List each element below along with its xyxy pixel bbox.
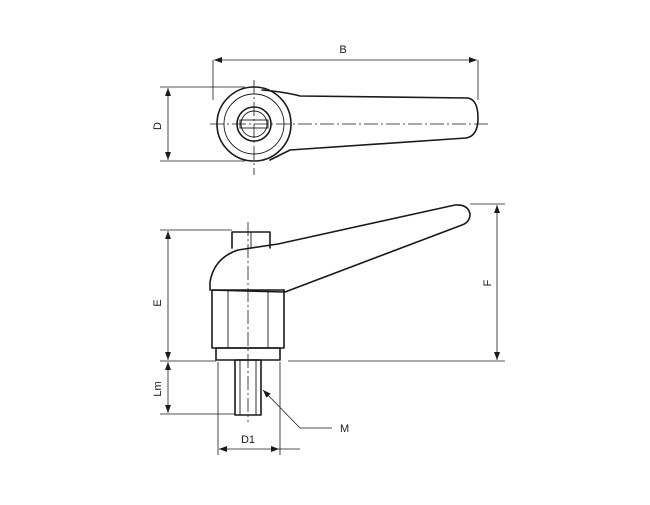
label-e: E — [152, 299, 164, 306]
leader-m — [262, 389, 332, 429]
side-lever-body — [209, 204, 471, 293]
label-f: F — [482, 279, 494, 286]
top-view: B D — [152, 44, 488, 175]
top-lever-arm — [261, 89, 479, 161]
label-d1: D1 — [241, 434, 255, 446]
label-d: D — [152, 122, 164, 130]
label-m: M — [340, 423, 349, 435]
label-lm: Lm — [152, 381, 164, 396]
label-b: B — [339, 44, 346, 56]
side-view: E Lm F D1 M — [152, 203, 505, 455]
